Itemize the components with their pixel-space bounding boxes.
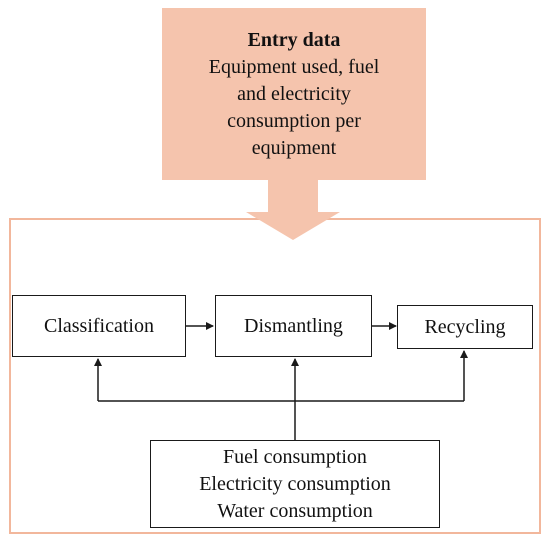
- classification-box: Classification: [12, 295, 186, 357]
- recycling-box: Recycling: [397, 305, 533, 349]
- entry-data-line: and electricity: [237, 82, 351, 105]
- dismantling-label: Dismantling: [244, 314, 343, 337]
- consumption-inputs-box: Fuel consumption Electricity consumption…: [150, 440, 440, 528]
- electricity-consumption-label: Electricity consumption: [199, 472, 391, 495]
- entry-data-line: consumption per: [227, 109, 361, 132]
- dismantling-box: Dismantling: [215, 295, 372, 357]
- entry-data-line: Equipment used, fuel: [208, 55, 380, 78]
- entry-down-arrow: [246, 180, 340, 240]
- classification-label: Classification: [44, 314, 154, 337]
- entry-data-title: Entry data: [247, 28, 341, 51]
- entry-data-box: Entry data Equipment used, fuel and elec…: [162, 8, 426, 180]
- fuel-consumption-label: Fuel consumption: [223, 445, 367, 468]
- water-consumption-label: Water consumption: [217, 499, 373, 522]
- recycling-label: Recycling: [424, 315, 506, 338]
- entry-data-line: equipment: [251, 136, 337, 159]
